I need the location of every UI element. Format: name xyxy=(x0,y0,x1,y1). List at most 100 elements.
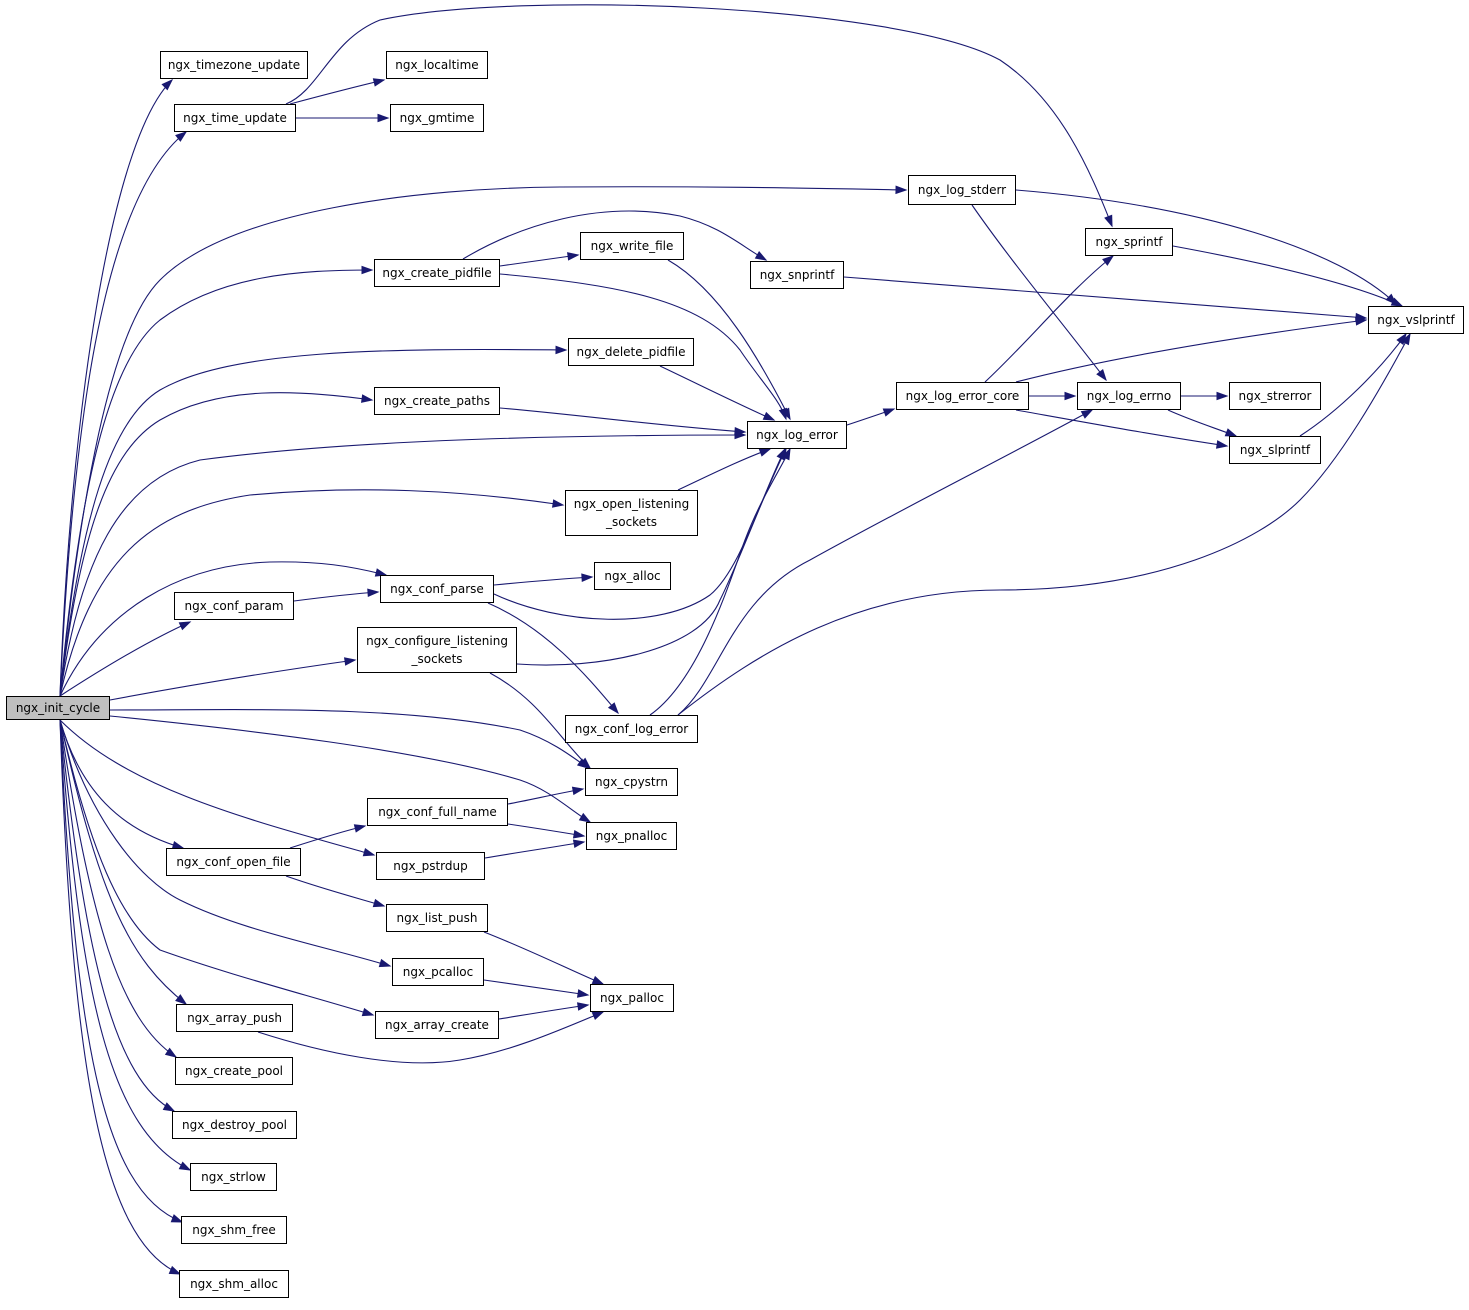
node-log-errno[interactable]: ngx_log_errno xyxy=(1077,382,1181,410)
node-create-pidfile[interactable]: ngx_create_pidfile xyxy=(374,259,500,287)
node-open-listening[interactable]: ngx_open_listening_sockets xyxy=(565,490,698,536)
node-cpystrn[interactable]: ngx_cpystrn xyxy=(585,768,678,796)
edge-create-pidfile-to-write-file xyxy=(499,252,580,267)
node-conf-param[interactable]: ngx_conf_param xyxy=(174,592,294,620)
edge-arrowhead xyxy=(361,394,374,403)
edge-arrowhead xyxy=(895,185,908,195)
edge-log-error-to-log-error-core xyxy=(846,408,896,426)
edge-arrowhead xyxy=(781,447,791,461)
edge-arrowhead xyxy=(551,499,565,508)
node-conf-parse[interactable]: ngx_conf_parse xyxy=(380,575,494,603)
node-gmtime[interactable]: ngx_gmtime xyxy=(390,104,484,132)
node-label: ngx_conf_param xyxy=(184,599,284,613)
edge-line xyxy=(59,719,187,1005)
node-label: ngx_vslprintf xyxy=(1377,313,1455,327)
node-pnalloc[interactable]: ngx_pnalloc xyxy=(586,822,677,850)
node-palloc[interactable]: ngx_palloc xyxy=(590,984,674,1012)
node-label: ngx_conf_open_file xyxy=(176,855,291,869)
edge-line xyxy=(59,392,373,697)
edge-line xyxy=(843,276,1367,319)
edge-line xyxy=(516,448,787,666)
node-timezone-update[interactable]: ngx_timezone_update xyxy=(160,51,308,79)
edge-arrowhead xyxy=(581,573,594,582)
edge-line xyxy=(498,1004,589,1020)
node-label: ngx_slprintf xyxy=(1239,443,1311,457)
node-label: _sockets xyxy=(605,515,658,529)
edge-configure-listening-to-log-error xyxy=(516,447,787,666)
node-pcalloc[interactable]: ngx_pcalloc xyxy=(392,958,484,986)
node-vslprintf[interactable]: ngx_vslprintf xyxy=(1368,306,1464,334)
node-sprintf[interactable]: ngx_sprintf xyxy=(1085,228,1173,256)
node-label: ngx_cpystrn xyxy=(595,775,668,789)
edge-arrowhead xyxy=(572,839,586,849)
node-snprintf[interactable]: ngx_snprintf xyxy=(750,261,844,289)
edge-arrowhead xyxy=(1102,255,1115,266)
edge-line xyxy=(109,715,591,823)
edge-log-error-core-to-sprintf xyxy=(984,255,1115,383)
node-label: ngx_delete_pidfile xyxy=(576,345,686,359)
node-conf-open-file[interactable]: ngx_conf_open_file xyxy=(166,848,301,876)
node-array-create[interactable]: ngx_array_create xyxy=(375,1011,499,1039)
node-label: ngx_create_paths xyxy=(384,394,490,408)
edge-line xyxy=(59,719,183,1223)
node-log-error-core[interactable]: ngx_log_error_core xyxy=(896,382,1029,410)
edge-line xyxy=(59,621,191,697)
node-array-push[interactable]: ngx_array_push xyxy=(176,1004,293,1032)
node-slprintf[interactable]: ngx_slprintf xyxy=(1229,436,1321,464)
edge-arrowhead xyxy=(164,1047,178,1058)
node-conf-full-name[interactable]: ngx_conf_full_name xyxy=(367,798,508,826)
edge-line xyxy=(984,255,1114,383)
node-label: ngx_log_error xyxy=(756,428,838,442)
edge-line xyxy=(499,254,579,267)
node-list-push[interactable]: ngx_list_push xyxy=(386,904,488,932)
node-create-paths[interactable]: ngx_create_paths xyxy=(374,387,500,415)
edge-arrowhead xyxy=(161,78,174,91)
node-shm-alloc[interactable]: ngx_shm_alloc xyxy=(179,1270,289,1298)
edge-line xyxy=(59,131,187,697)
node-label: ngx_pstrdup xyxy=(393,859,468,873)
edge-line xyxy=(507,823,585,837)
node-strerror[interactable]: ngx_strerror xyxy=(1229,382,1321,410)
edge-arrowhead xyxy=(175,131,188,142)
node-label: ngx_log_stderr xyxy=(917,183,1007,197)
edge-arrowhead xyxy=(344,657,357,666)
node-init-cycle[interactable]: ngx_init_cycle xyxy=(6,696,110,720)
edge-init-cycle-to-create-pool xyxy=(59,719,178,1058)
node-label: ngx_snprintf xyxy=(759,268,835,282)
edge-line xyxy=(293,591,379,602)
edge-arrowhead xyxy=(781,407,791,421)
node-pstrdup[interactable]: ngx_pstrdup xyxy=(376,852,485,880)
node-conf-log-error[interactable]: ngx_conf_log_error xyxy=(565,715,698,743)
edge-line xyxy=(285,4,1113,227)
edge-line xyxy=(1172,245,1403,307)
node-delete-pidfile[interactable]: ngx_delete_pidfile xyxy=(568,338,694,366)
edge-arrowhead xyxy=(175,994,188,1005)
node-configure-listening[interactable]: ngx_configure_listening_sockets xyxy=(357,627,517,673)
edge-log-errno-to-slprintf xyxy=(1167,409,1238,437)
edge-init-cycle-to-shm-free xyxy=(59,719,184,1223)
edge-init-cycle-to-conf-param xyxy=(59,621,192,697)
edge-arrowhead xyxy=(178,621,192,631)
node-label: ngx_conf_full_name xyxy=(378,805,497,819)
node-create-pool[interactable]: ngx_create_pool xyxy=(175,1057,293,1085)
edge-arrowhead xyxy=(591,975,605,985)
edge-line xyxy=(677,409,1093,716)
node-log-error[interactable]: ngx_log_error xyxy=(747,421,847,449)
node-write-file[interactable]: ngx_write_file xyxy=(580,232,684,260)
edge-arrowhead xyxy=(168,1265,182,1275)
edge-line xyxy=(677,448,771,491)
node-alloc[interactable]: ngx_alloc xyxy=(594,562,671,590)
edge-line xyxy=(59,719,374,1016)
node-log-stderr[interactable]: ngx_log_stderr xyxy=(908,175,1016,205)
node-destroy-pool[interactable]: ngx_destroy_pool xyxy=(172,1111,297,1139)
node-time-update[interactable]: ngx_time_update xyxy=(174,104,296,132)
node-label: ngx_init_cycle xyxy=(15,701,101,715)
node-strlow[interactable]: ngx_strlow xyxy=(190,1163,277,1191)
edge-line xyxy=(483,931,604,985)
node-localtime[interactable]: ngx_localtime xyxy=(386,51,488,79)
node-shm-free[interactable]: ngx_shm_free xyxy=(181,1216,287,1244)
edge-sprintf-to-vslprintf xyxy=(1172,245,1404,307)
edge-arrowhead xyxy=(377,113,390,123)
